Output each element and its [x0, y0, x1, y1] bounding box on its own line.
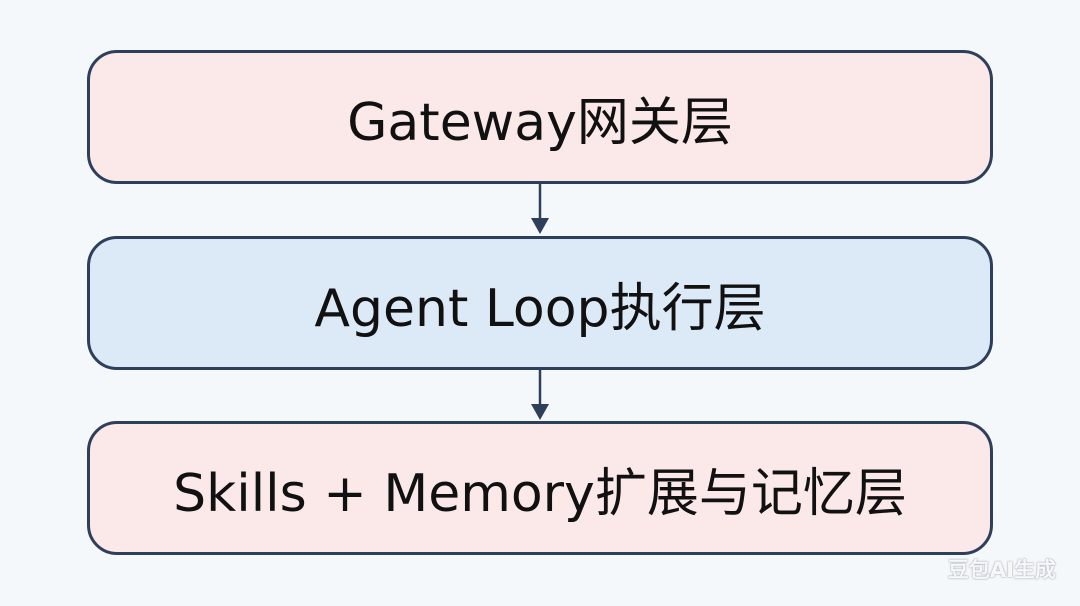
- down-arrow-icon: [531, 370, 549, 420]
- skills-memory-layer-box: Skills + Memory扩展与记忆层: [87, 421, 993, 555]
- agent-loop-layer-box: Agent Loop执行层: [87, 236, 993, 370]
- watermark-text: 豆包AI生成: [947, 558, 1056, 582]
- gateway-layer-label: Gateway网关层: [347, 92, 733, 153]
- down-arrow-icon: [531, 184, 549, 234]
- agent-loop-layer-label: Agent Loop执行层: [314, 278, 766, 339]
- skills-memory-layer-label: Skills + Memory扩展与记忆层: [173, 463, 907, 524]
- gateway-layer-box: Gateway网关层: [87, 50, 993, 184]
